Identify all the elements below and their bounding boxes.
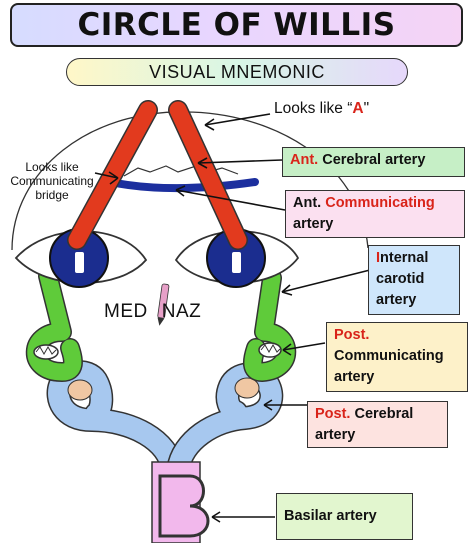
internal-carotid-right — [244, 269, 295, 381]
right-pcom-mouth — [258, 342, 282, 358]
title-banner: CIRCLE OF WILLIS — [10, 3, 463, 47]
looks-like-a-prefix: Looks like — [274, 100, 343, 117]
pointer-arrows — [94, 113, 371, 523]
ica-initial: I — [376, 250, 381, 266]
brand-right: NAZ — [161, 301, 202, 322]
pca-line1-rest: Cerebral — [350, 406, 414, 422]
basilar-letter-b — [158, 474, 210, 538]
pcom-line1: Post. — [334, 327, 370, 343]
subtitle-banner: VISUAL MNEMONIC — [66, 58, 408, 86]
left-eye — [14, 228, 148, 288]
brand-left: MED — [104, 301, 148, 322]
ica-line1-rest: nternal — [380, 250, 429, 266]
label-basilar: Basilar artery — [276, 493, 413, 540]
looks-like-a-note: Looks like “A" — [274, 100, 369, 118]
right-eye — [174, 228, 300, 288]
left-pcom-mouth — [33, 344, 59, 360]
ica-line3: artery — [376, 292, 417, 308]
label-posterior-cerebral: Post. Cerebral artery — [307, 401, 448, 448]
bridge-note-line-1: Looks like — [25, 160, 79, 174]
ica-line2: carotid — [376, 271, 425, 287]
aca-highlight: Ant. — [290, 152, 319, 168]
internal-carotid-left — [27, 267, 82, 381]
acom-line1-red: Communicating — [325, 195, 435, 211]
pcom-line2: Communicating — [334, 348, 444, 364]
bridge-note-line-2: Communicating — [10, 174, 94, 188]
looks-like-a-quote-open: “ — [347, 100, 353, 117]
basilar-text: Basilar artery — [284, 508, 377, 524]
posterior-cerebral-right — [167, 364, 282, 481]
label-posterior-communicating: Post. Communicating artery — [326, 322, 468, 392]
pcom-line3: artery — [334, 369, 375, 385]
pca-line1-red: Post. — [315, 406, 351, 422]
looks-like-a-quote-close: " — [363, 100, 370, 117]
bridge-note: Looks like Communicating bridge — [2, 160, 102, 202]
pca-line2: artery — [315, 427, 356, 443]
left-tonsil — [67, 379, 93, 401]
bridge-note-line-3: bridge — [35, 188, 69, 202]
label-internal-carotid: Internal carotid artery — [368, 245, 460, 315]
brand-logo: MED NAZ — [104, 301, 201, 323]
posterior-cerebral-left — [48, 361, 183, 481]
anterior-communicating-bridge — [106, 178, 259, 192]
bridge-teeth — [123, 165, 239, 177]
looks-like-a-letter: A — [352, 100, 364, 117]
acom-line2: artery — [293, 216, 334, 232]
aca-rest: Cerebral artery — [318, 152, 426, 168]
anterior-cerebral-right — [169, 101, 247, 249]
page-title: CIRCLE OF WILLIS — [77, 7, 396, 43]
right-tonsil — [234, 377, 260, 399]
label-anterior-communicating: Ant. Communicating artery — [285, 190, 465, 238]
pencil-logo — [157, 283, 170, 326]
label-anterior-cerebral: Ant. Cerebral artery — [282, 147, 465, 177]
acom-line1-black: Ant. — [293, 195, 326, 211]
page-subtitle: VISUAL MNEMONIC — [149, 61, 325, 82]
